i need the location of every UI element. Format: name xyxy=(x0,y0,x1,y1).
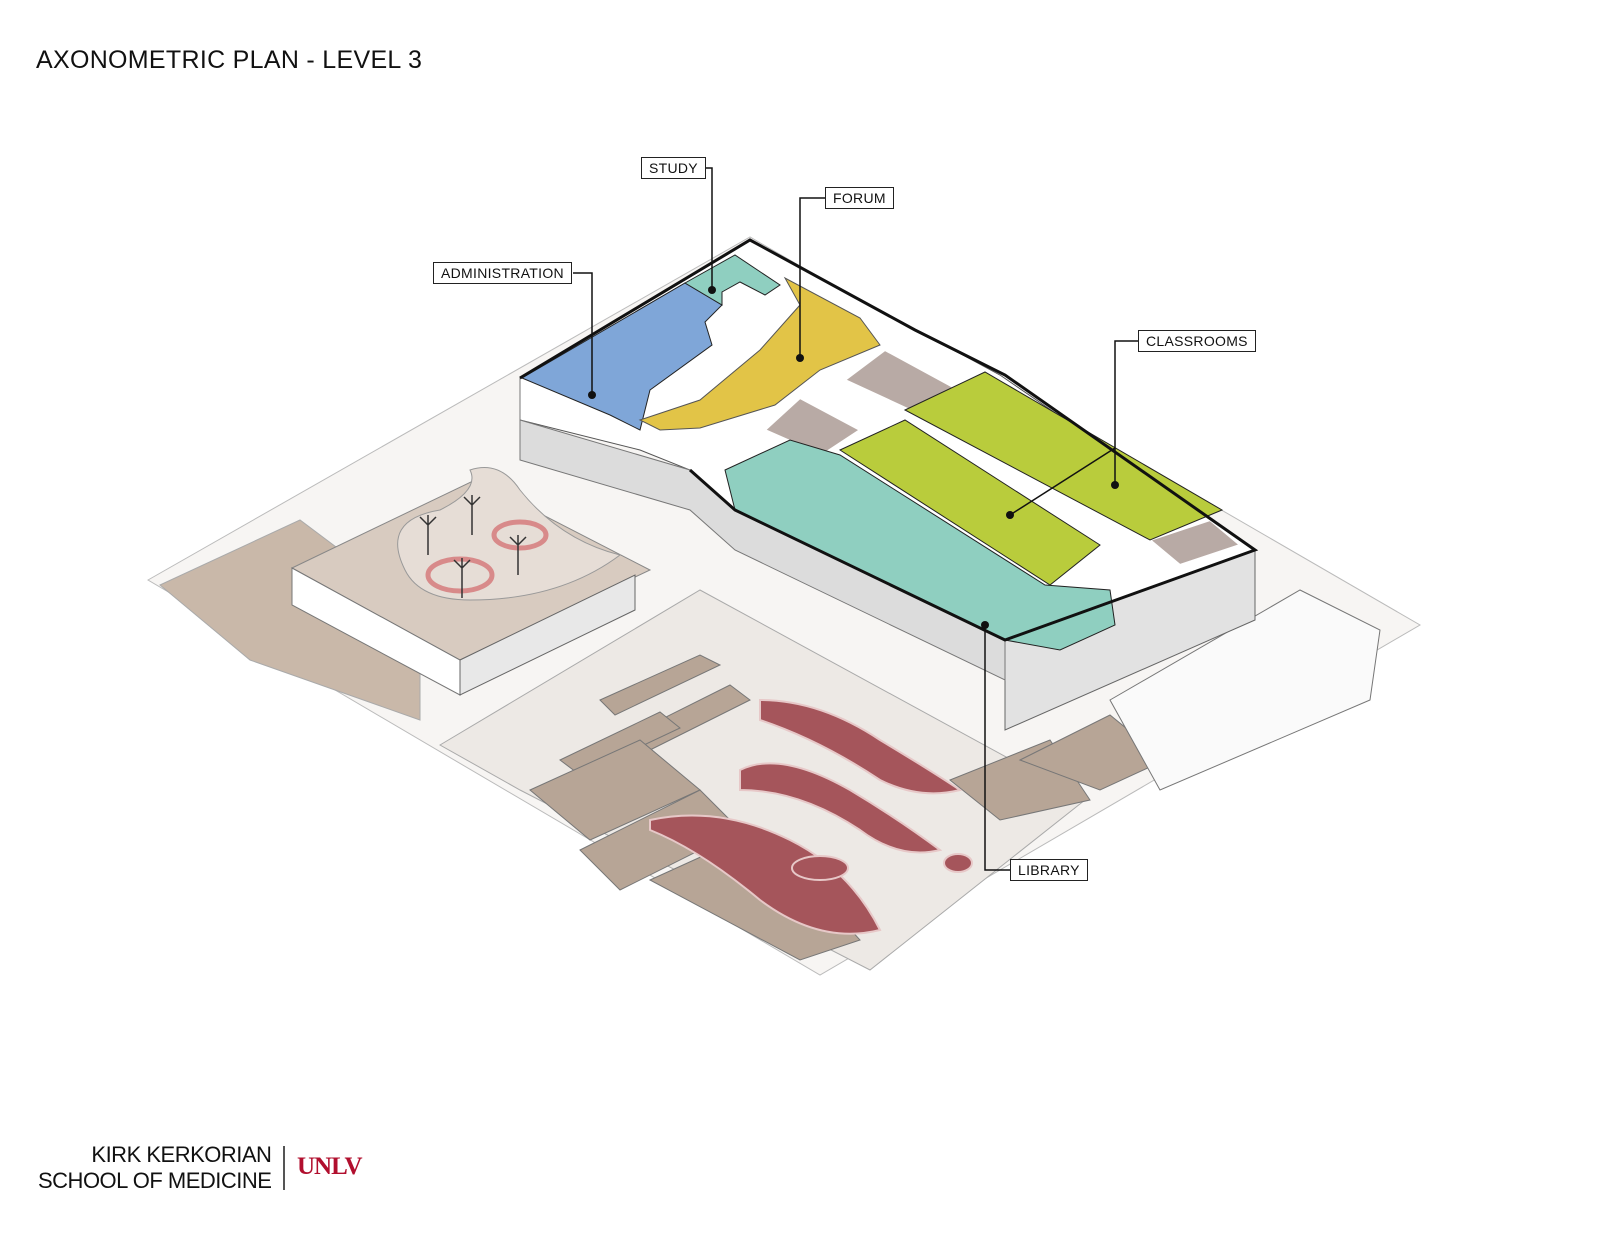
seating-circles xyxy=(425,519,549,594)
zone-service-3 xyxy=(1147,518,1243,567)
leader-lines xyxy=(573,167,1138,871)
zone-classrooms-south xyxy=(838,419,1101,586)
label-forum: FORUM xyxy=(825,187,894,209)
logo-divider xyxy=(283,1146,285,1190)
school-logo: KIRK KERKORIAN SCHOOL OF MEDICINE xyxy=(38,1142,272,1194)
building-outline xyxy=(519,238,1259,642)
pavilion-glazing xyxy=(459,574,636,696)
plaza-red-paths xyxy=(649,698,973,935)
logo-line-1: KIRK KERKORIAN xyxy=(91,1142,272,1167)
label-administration: ADMINISTRATION xyxy=(433,262,572,284)
east-wing xyxy=(1109,589,1381,791)
zone-forum xyxy=(638,276,881,431)
unlv-logo: UNLV xyxy=(297,1153,363,1180)
trees xyxy=(419,495,527,598)
building-south-facade xyxy=(519,378,1006,681)
label-study: STUDY xyxy=(641,157,706,179)
leader-classrooms-branch xyxy=(1009,447,1116,516)
logo-line-2: SCHOOL OF MEDICINE xyxy=(38,1168,272,1193)
page-title: AXONOMETRIC PLAN - LEVEL 3 xyxy=(36,46,423,74)
courtyard xyxy=(397,467,622,601)
label-library: LIBRARY xyxy=(1010,859,1088,881)
label-classrooms: CLASSROOMS xyxy=(1138,330,1256,352)
zone-classrooms-north xyxy=(903,371,1224,541)
zone-study xyxy=(683,254,781,306)
